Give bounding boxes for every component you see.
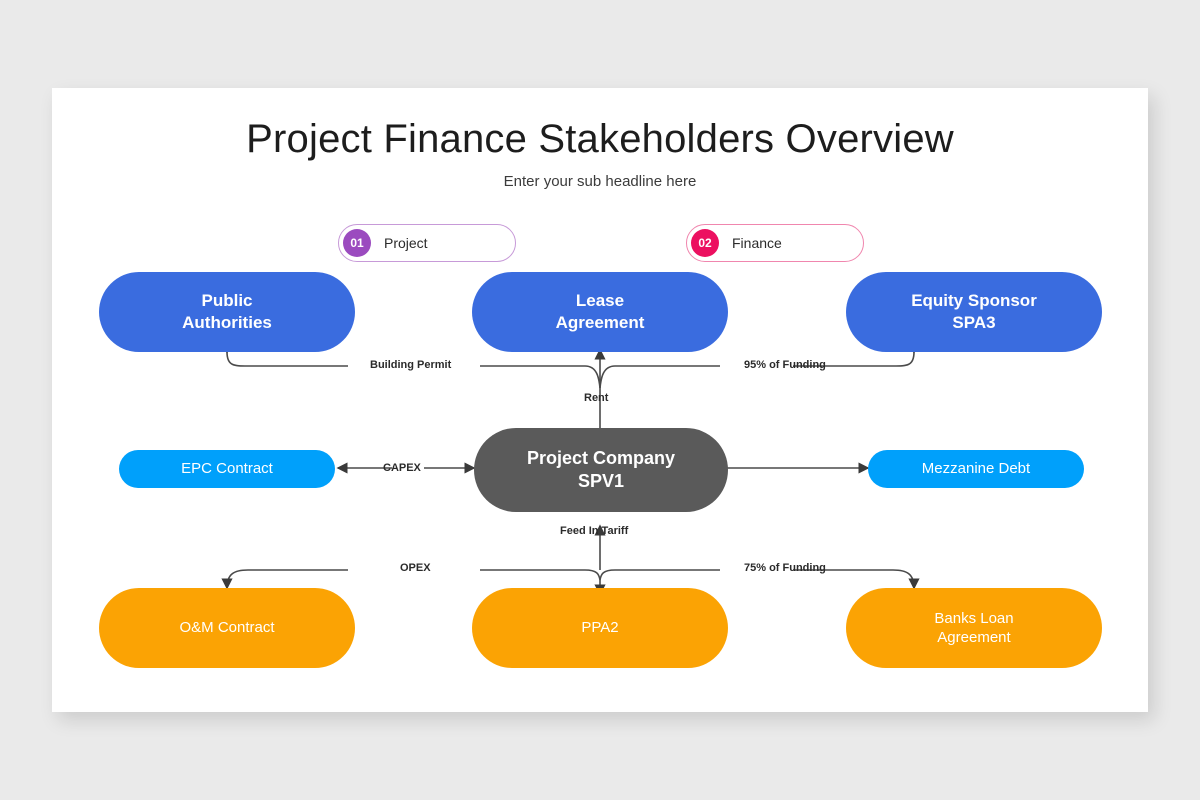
connector-label-opex: OPEX <box>400 562 431 574</box>
node-line-1: O&M Contract <box>179 619 275 637</box>
node-line-1: EPC Contract <box>181 460 273 478</box>
slide-card: Project Finance Stakeholders Overview En… <box>52 88 1148 712</box>
node-line-1: PPA2 <box>581 619 619 637</box>
node-line-1: Public <box>201 290 253 310</box>
connector-label-95-funding: 95% of Funding <box>744 359 826 371</box>
legend-pill-project[interactable]: 01 Project <box>338 224 516 262</box>
node-line-2: SPA3 <box>952 313 996 332</box>
legend-badge-02: 02 <box>691 229 719 257</box>
legend-badge-01: 01 <box>343 229 371 257</box>
node-om-contract[interactable]: O&M Contract <box>99 588 355 668</box>
page-subtitle: Enter your sub headline here <box>503 173 697 190</box>
node-mezzanine-debt[interactable]: Mezzanine Debt <box>868 450 1084 488</box>
page-title: Project Finance Stakeholders Overview <box>246 117 954 161</box>
node-line-2: Authorities <box>182 313 272 332</box>
connector-label-building-permit: Building Permit <box>370 359 452 371</box>
node-banks-loan-agreement[interactable]: Banks Loan Agreement <box>846 588 1102 668</box>
node-public-authorities[interactable]: Public Authorities <box>99 272 355 352</box>
node-epc-contract[interactable]: EPC Contract <box>119 450 335 488</box>
legend-badge-number: 01 <box>350 236 364 250</box>
node-line-2: Agreement <box>555 313 645 332</box>
node-line-1: Mezzanine Debt <box>921 460 1031 478</box>
legend-badge-number: 02 <box>698 236 712 250</box>
connector-label-capex: CAPEX <box>383 462 421 474</box>
node-ppa2[interactable]: PPA2 <box>472 588 728 668</box>
legend-label-finance: Finance <box>732 235 782 251</box>
node-line-1: Lease <box>575 290 625 310</box>
node-line-1: Project Company <box>526 447 676 468</box>
node-line-1: Equity Sponsor <box>911 290 1037 310</box>
node-line-2: Agreement <box>937 629 1011 646</box>
node-lease-agreement[interactable]: Lease Agreement <box>472 272 728 352</box>
node-line-2: SPV1 <box>577 471 624 491</box>
legend-pill-finance[interactable]: 02 Finance <box>686 224 864 262</box>
legend-label-project: Project <box>384 235 428 251</box>
connector-label-rent: Rent <box>584 392 609 404</box>
node-project-company[interactable]: Project Company SPV1 <box>474 428 728 512</box>
connector-label-75-funding: 75% of Funding <box>744 562 826 574</box>
node-line-1: Banks Loan <box>934 609 1014 627</box>
node-equity-sponsor[interactable]: Equity Sponsor SPA3 <box>846 272 1102 352</box>
connector-label-feed-in-tariff: Feed In Tariff <box>560 525 629 537</box>
